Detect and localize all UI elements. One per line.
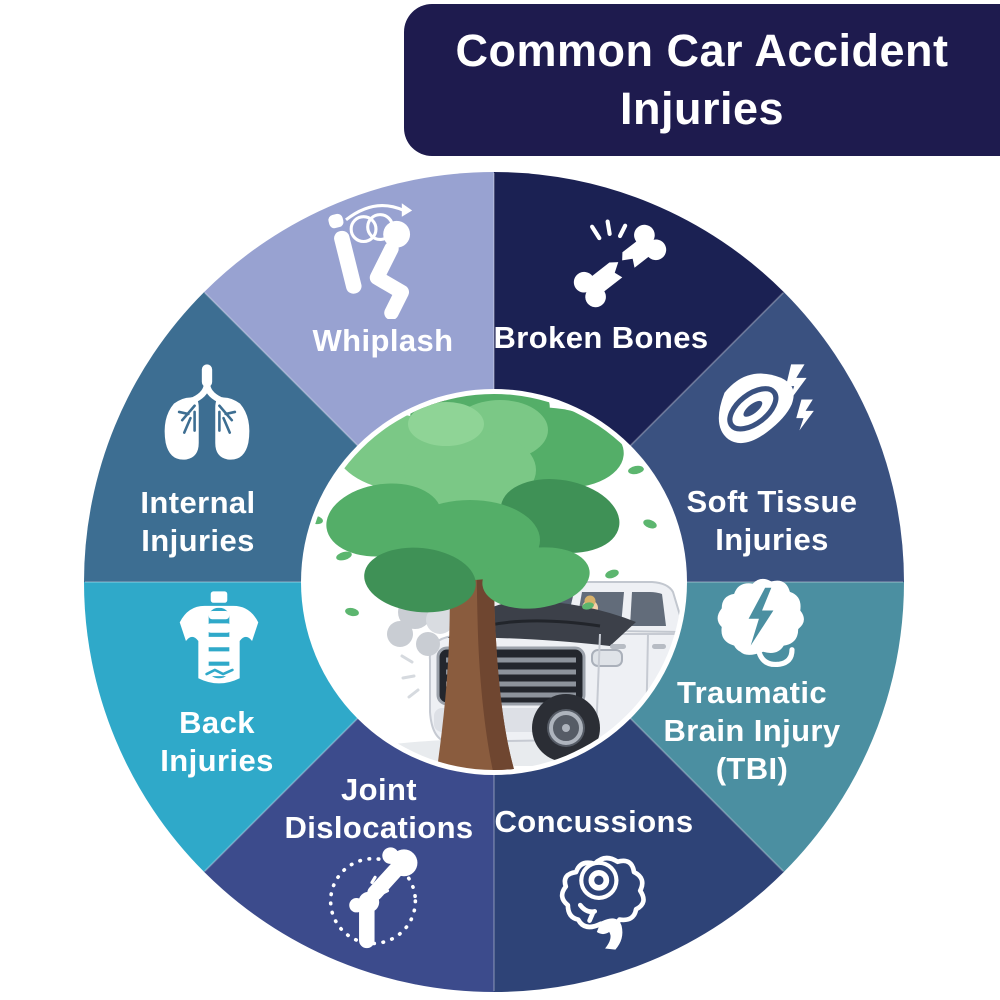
page-title-line2: Injuries [619,83,785,134]
segment-label-concussions: Concussions [494,804,693,839]
segment-label-whiplash: Whiplash [313,323,454,358]
segment-label-broken-bones: Broken Bones [494,320,709,355]
page-title-line1: Common Car Accident [455,24,949,76]
title-banner: Common Car Accident Injuries [404,4,1000,156]
